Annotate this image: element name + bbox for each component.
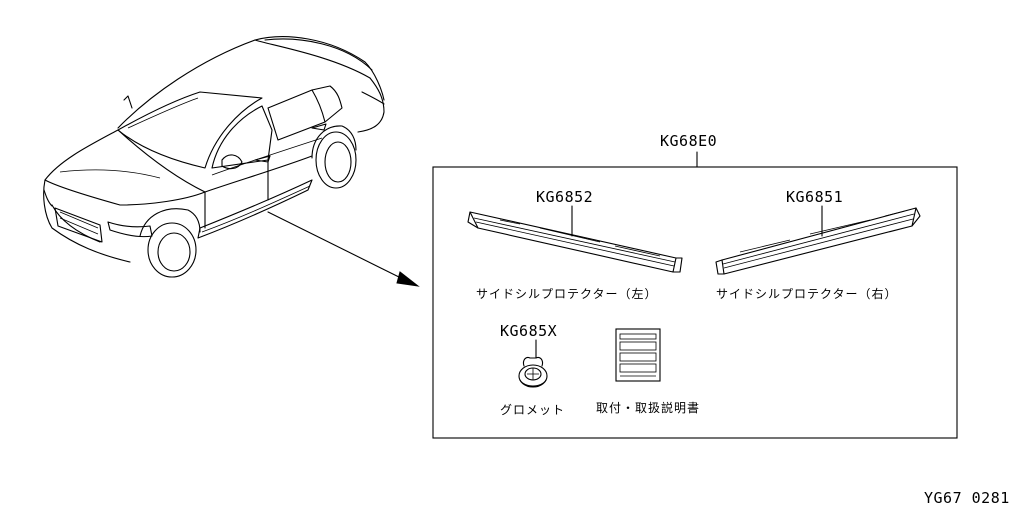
part-name-grommet: グロメット: [500, 403, 565, 417]
car-illustration: [43, 36, 385, 278]
drawing-code: YG67 0281: [924, 489, 1010, 507]
part-name-right-sill-protector: サイドシルプロテクター（右）: [716, 286, 898, 301]
part-number-kg6851: KG6851: [786, 188, 843, 206]
kit-box: [432, 166, 958, 439]
kit-part-number: KG68E0: [660, 132, 717, 150]
part-name-left-sill-protector: サイドシルプロテクター（左）: [476, 286, 658, 301]
right-side-sill-protector: [715, 207, 921, 275]
leader-arrow: [267, 211, 420, 287]
left-side-sill-protector: [467, 211, 683, 273]
part-name-instruction-manual: 取付・取扱説明書: [596, 400, 700, 415]
part-number-kg685x: KG685X: [500, 322, 557, 340]
grommet: [518, 356, 548, 388]
part-number-kg6852: KG6852: [536, 188, 593, 206]
instruction-manual-icon: [615, 328, 661, 382]
